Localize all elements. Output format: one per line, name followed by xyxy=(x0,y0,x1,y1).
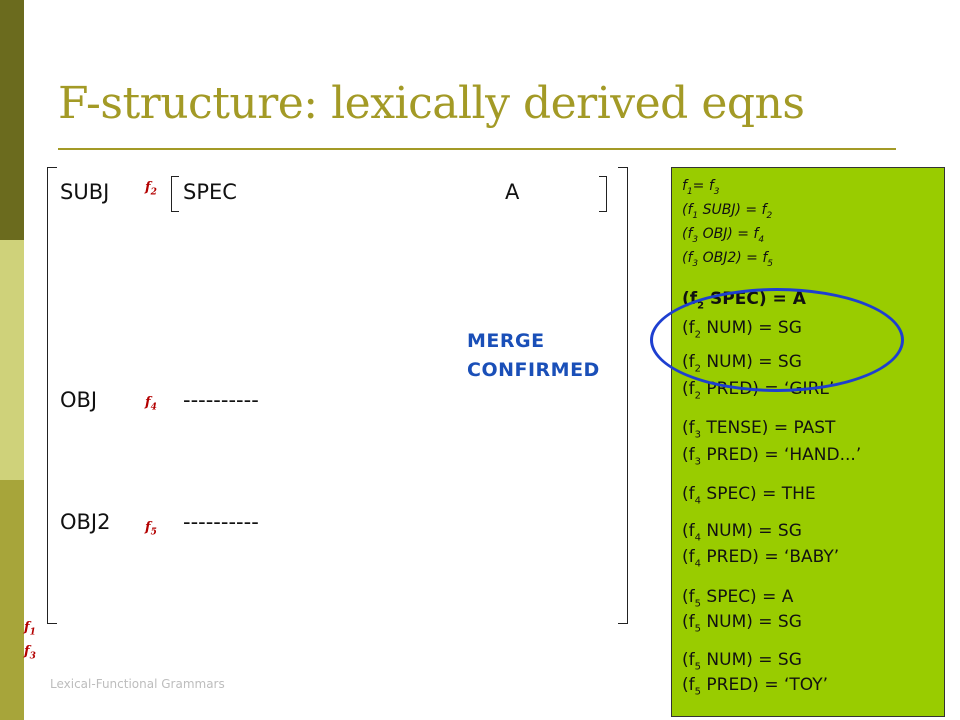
equation-head-index: 5 xyxy=(694,686,701,698)
obj2-value: ---------- xyxy=(183,510,259,534)
equation-body: = f xyxy=(692,178,714,194)
merge-status: MERGE CONFIRMED xyxy=(467,327,600,385)
equation-head: (f xyxy=(682,587,695,607)
equation-body: SPEC) = THE xyxy=(701,484,816,504)
equation-row: (f5 SPEC) = A xyxy=(682,587,793,609)
equation-row: (f3 PRED) = ‘HAND...’ xyxy=(682,445,861,467)
equation-head-index: 3 xyxy=(694,429,701,441)
f3-variable-letter: f xyxy=(24,644,30,659)
equation-row: (f3 OBJ2) = f5 xyxy=(682,250,773,269)
equation-body: OBJ2) = f xyxy=(698,250,768,266)
f5-variable-letter: f xyxy=(145,520,151,535)
equation-body: PRED) = ‘HAND...’ xyxy=(701,445,862,465)
merge-status-line-1: MERGE xyxy=(467,330,545,352)
equation-head-index: 1 xyxy=(692,210,699,221)
equation-body-index: 2 xyxy=(766,210,773,221)
equation-body: SPEC) = A xyxy=(701,587,794,607)
f1-variable: f1 xyxy=(24,620,36,638)
f4-variable-letter: f xyxy=(145,395,151,410)
obj-value: ---------- xyxy=(183,388,259,412)
side-strip-bottom xyxy=(0,480,24,720)
equation-head: (f xyxy=(682,202,693,218)
highlight-circle xyxy=(650,288,904,392)
equations-panel: f1= f3 (f1 SUBJ) = f2 (f3 OBJ) = f4 (f3 … xyxy=(671,167,945,717)
equation-head: (f xyxy=(682,521,695,541)
outer-right-bracket xyxy=(618,167,628,624)
equation-head: (f xyxy=(682,675,695,695)
equation-body: SUBJ) = f xyxy=(698,202,767,218)
equation-body-index: 3 xyxy=(713,186,720,197)
equation-head: (f xyxy=(682,418,695,438)
equation-head-index: 5 xyxy=(694,623,701,635)
inner-right-bracket xyxy=(599,176,607,212)
equation-row: (f5 PRED) = ‘TOY’ xyxy=(682,675,828,697)
equation-row: (f5 NUM) = SG xyxy=(682,650,802,672)
slide-footer: Lexical-Functional Grammars xyxy=(50,677,225,691)
side-strip-middle xyxy=(0,240,24,480)
equation-body: NUM) = SG xyxy=(701,521,802,541)
f2-variable: f2 xyxy=(145,180,157,198)
spec-value: A xyxy=(505,180,520,204)
equation-body: PRED) = ‘TOY’ xyxy=(701,675,829,695)
equation-head: f xyxy=(682,178,687,194)
equation-row: (f4 NUM) = SG xyxy=(682,521,802,543)
equation-row: f1= f3 xyxy=(682,178,720,197)
equation-body-index: 4 xyxy=(758,234,765,245)
f2-variable-letter: f xyxy=(145,180,151,195)
obj2-attribute: OBJ2 xyxy=(60,510,111,534)
equation-head-index: 3 xyxy=(692,234,699,245)
equation-head-index: 5 xyxy=(694,598,701,610)
equation-head-index: 4 xyxy=(694,495,701,507)
f1-variable-index: 1 xyxy=(29,627,36,638)
equation-row: (f4 SPEC) = THE xyxy=(682,484,816,506)
equation-body: NUM) = SG xyxy=(701,612,802,632)
equation-body: OBJ) = f xyxy=(698,226,759,242)
equation-body: NUM) = SG xyxy=(701,650,802,670)
outer-left-bracket xyxy=(47,167,57,624)
equation-head: (f xyxy=(682,612,695,632)
equation-row: (f5 NUM) = SG xyxy=(682,612,802,634)
equation-head: (f xyxy=(682,379,695,399)
slide-title: F-structure: lexically derived eqns xyxy=(58,78,805,129)
equation-head: (f xyxy=(682,484,695,504)
equation-row: (f1 SUBJ) = f2 xyxy=(682,202,772,221)
title-divider xyxy=(58,148,896,150)
equation-head-index: 1 xyxy=(686,186,693,197)
spec-attribute: SPEC xyxy=(183,180,237,204)
merge-status-line-2: CONFIRMED xyxy=(467,359,600,381)
equation-head-index: 3 xyxy=(694,456,701,468)
f2-variable-index: 2 xyxy=(150,187,157,198)
equation-head: (f xyxy=(682,226,693,242)
f1-variable-letter: f xyxy=(24,620,30,635)
equation-row: (f4 PRED) = ‘BABY’ xyxy=(682,547,839,569)
equation-head: (f xyxy=(682,250,693,266)
equation-head-index: 4 xyxy=(694,558,701,570)
f5-variable-index: 5 xyxy=(150,527,157,538)
equation-head-index: 5 xyxy=(694,661,701,673)
equation-head-index: 3 xyxy=(692,258,699,269)
equation-head: (f xyxy=(682,547,695,567)
equation-body: PRED) = ‘BABY’ xyxy=(701,547,840,567)
equation-head-index: 4 xyxy=(694,532,701,544)
equation-body-index: 5 xyxy=(767,258,773,269)
equation-body: TENSE) = PAST xyxy=(701,418,836,438)
inner-left-bracket xyxy=(171,176,179,212)
subj-attribute: SUBJ xyxy=(60,180,110,204)
equation-row: (f3 OBJ) = f4 xyxy=(682,226,764,245)
side-strip-top xyxy=(0,0,24,240)
f4-variable: f4 xyxy=(145,395,157,413)
equation-head-index: 2 xyxy=(694,390,701,402)
obj-attribute: OBJ xyxy=(60,388,98,412)
f4-variable-index: 4 xyxy=(150,402,157,413)
f3-variable-index: 3 xyxy=(29,651,36,662)
equation-head: (f xyxy=(682,445,695,465)
equation-row: (f3 TENSE) = PAST xyxy=(682,418,835,440)
f3-variable: f3 xyxy=(24,644,36,662)
f5-variable: f5 xyxy=(145,520,157,538)
equation-head: (f xyxy=(682,650,695,670)
